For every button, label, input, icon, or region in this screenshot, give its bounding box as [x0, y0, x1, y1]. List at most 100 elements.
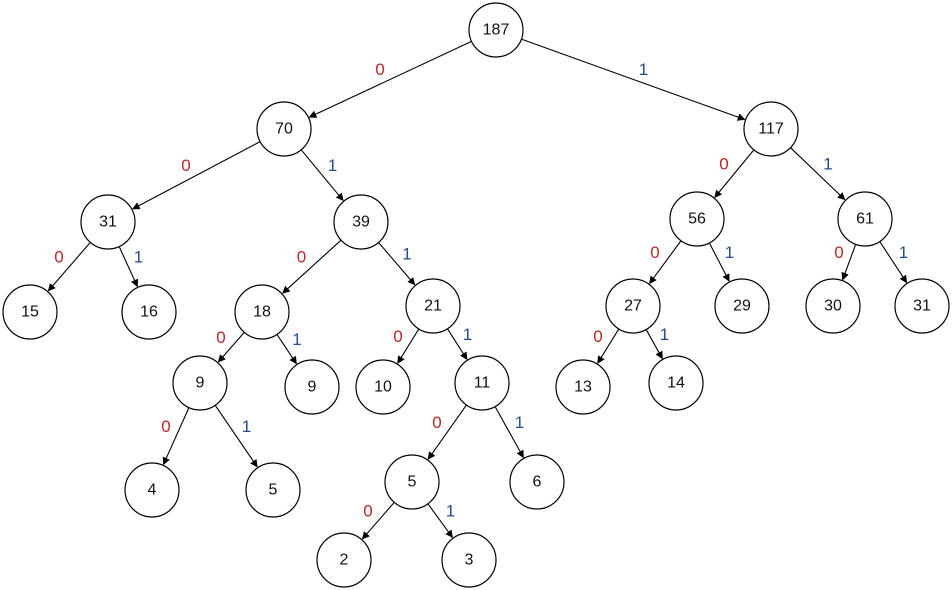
tree-node: 21 — [405, 278, 461, 334]
tree-node: 18 — [234, 284, 290, 340]
edge-n21-n11: 1 — [447, 325, 472, 361]
node-circle — [80, 194, 136, 250]
node-value: 11 — [474, 375, 491, 392]
edge-label: 1 — [292, 330, 301, 349]
edge-n5b-n2: 0 — [361, 502, 395, 540]
edge-label: 0 — [393, 327, 402, 346]
node-circle — [894, 278, 950, 334]
edge-label: 0 — [181, 156, 190, 175]
tree-node: 2 — [316, 532, 372, 588]
edge-line — [132, 141, 261, 210]
edge-n11-n5b: 0 — [427, 404, 467, 460]
tree-node: 14 — [648, 355, 704, 411]
node-circle — [805, 278, 861, 334]
edge-label: 1 — [328, 156, 337, 175]
edge-label: 0 — [54, 248, 63, 267]
node-circle — [743, 101, 799, 157]
node-circle — [121, 284, 177, 340]
node-circle — [355, 359, 411, 415]
tree-node: 31 — [80, 194, 136, 250]
node-circle — [333, 194, 389, 250]
tree-node: 16 — [121, 284, 177, 340]
node-circle — [245, 462, 301, 518]
tree-node: 70 — [256, 101, 312, 157]
edge-line — [118, 246, 139, 288]
edge-n187-n70: 0 — [308, 40, 472, 118]
node-circle — [648, 355, 704, 411]
node-value: 18 — [253, 304, 271, 321]
node-value: 21 — [424, 298, 442, 315]
node-circle — [256, 101, 312, 157]
node-circle — [384, 454, 440, 510]
tree-node: 9 — [172, 355, 228, 411]
tree-node: 29 — [714, 278, 770, 334]
edge-label: 1 — [899, 243, 908, 262]
tree-node: 56 — [669, 191, 725, 247]
node-value: 4 — [148, 482, 157, 499]
edge-n18-n9b: 1 — [276, 330, 302, 365]
node-value: 16 — [140, 304, 158, 321]
edge-line — [521, 38, 746, 121]
edge-line — [217, 331, 245, 363]
edge-line — [300, 149, 344, 202]
edge-n39-n18: 0 — [282, 239, 342, 294]
tree-node: 187 — [468, 2, 524, 58]
node-value: 3 — [465, 552, 474, 569]
tree-node: 5 — [384, 454, 440, 510]
edge-line — [378, 242, 416, 286]
edge-line — [162, 407, 190, 466]
node-value: 31 — [99, 214, 117, 231]
node-circle — [172, 355, 228, 411]
edge-line — [879, 241, 908, 284]
node-value: 70 — [275, 121, 293, 138]
node-circle — [837, 191, 893, 247]
edge-label: 0 — [297, 248, 306, 267]
node-value: 6 — [533, 474, 542, 491]
edge-n187-n117: 1 — [521, 38, 746, 121]
edge-label: 0 — [161, 417, 170, 436]
node-value: 56 — [688, 211, 706, 228]
edge-line — [282, 239, 342, 294]
tree-node: 15 — [2, 284, 58, 340]
edge-label: 1 — [515, 413, 524, 432]
node-value: 39 — [352, 214, 370, 231]
edge-line — [649, 240, 682, 285]
tree-node: 27 — [605, 278, 661, 334]
edge-n18-n9a: 0 — [216, 328, 245, 363]
node-circle — [405, 278, 461, 334]
edge-n27-n14: 1 — [645, 325, 669, 360]
edge-line — [427, 404, 467, 460]
node-value: 9 — [196, 375, 205, 392]
node-circle — [454, 355, 510, 411]
edge-line — [597, 328, 620, 364]
edge-label: 1 — [660, 325, 669, 344]
edge-n27-n13: 0 — [593, 327, 620, 364]
node-circle — [234, 284, 290, 340]
edge-label: 1 — [725, 243, 734, 262]
edge-n117-n56: 0 — [714, 149, 755, 198]
tree-node: 61 — [837, 191, 893, 247]
node-value: 13 — [574, 379, 592, 396]
node-value: 187 — [483, 22, 510, 39]
edge-label: 1 — [463, 325, 472, 344]
edge-n56-n27: 0 — [649, 240, 682, 285]
edge-n61-n31b: 1 — [879, 241, 908, 284]
node-circle — [669, 191, 725, 247]
edge-label: 0 — [719, 155, 728, 174]
edge-n9a-n4: 0 — [161, 407, 190, 466]
tree-node: 6 — [509, 454, 565, 510]
edge-label: 0 — [432, 413, 441, 432]
node-value: 9 — [308, 379, 317, 396]
tree-node: 9 — [284, 359, 340, 415]
node-circle — [714, 278, 770, 334]
node-value: 15 — [21, 304, 39, 321]
edge-n31a-n15: 0 — [47, 242, 91, 292]
node-value: 10 — [374, 379, 392, 396]
edge-line — [276, 334, 297, 365]
edge-line — [397, 328, 420, 364]
edge-label: 0 — [375, 60, 384, 79]
edge-line — [308, 40, 472, 118]
edge-line — [427, 503, 453, 539]
node-value: 5 — [408, 474, 417, 491]
